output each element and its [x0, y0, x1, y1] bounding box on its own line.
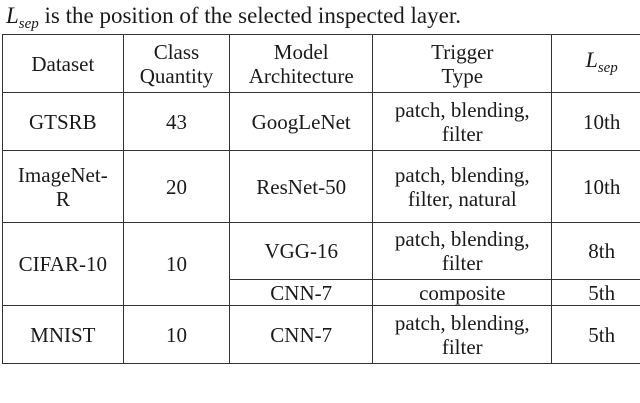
table-row: GTSRB 43 GoogLeNet patch, blending,filte…: [2, 92, 640, 151]
cell-dataset: CIFAR-10: [2, 222, 124, 306]
header-lsep: Lsep: [551, 34, 640, 93]
header-dataset: Dataset: [2, 34, 124, 93]
cell-model: VGG-16: [229, 222, 374, 280]
cell-trigger: patch, blending,filter: [372, 305, 553, 364]
caption-symbol: L: [6, 3, 19, 28]
cell-lsep: 5th: [551, 279, 640, 306]
cell-lsep: 10th: [551, 92, 640, 151]
cell-dataset: ImageNet-R: [2, 150, 124, 223]
cell-lsep: 10th: [551, 150, 640, 223]
cell-dataset: GTSRB: [2, 92, 124, 151]
cell-model: CNN-7: [229, 279, 374, 306]
caption-subscript: sep: [18, 16, 39, 32]
cell-class-quantity: 43: [122, 92, 231, 151]
cell-dataset: MNIST: [2, 305, 124, 364]
cell-lsep: 5th: [551, 305, 640, 364]
table-caption: Lsep is the position of the selected ins…: [6, 2, 461, 38]
cell-model: GoogLeNet: [229, 92, 374, 151]
table-row: CNN-7 composite 5th: [3, 279, 640, 306]
cell-trigger: composite: [372, 279, 553, 306]
cell-trigger: patch, blending,filter: [372, 92, 553, 151]
cell-class-quantity: 20: [122, 150, 231, 223]
cell-lsep: 8th: [551, 222, 640, 280]
table-row: CIFAR-10 10 VGG-16 patch, blending,filte…: [2, 222, 640, 306]
table-row: ImageNet-R 20 ResNet-50 patch, blending,…: [2, 150, 640, 223]
cell-trigger: patch, blending,filter, natural: [372, 150, 553, 223]
cell-class-quantity: 10: [122, 305, 231, 364]
cell-model: ResNet-50: [229, 150, 374, 223]
cell-model: CNN-7: [229, 305, 374, 364]
table-row: MNIST 10 CNN-7 patch, blending,filter 5t…: [2, 305, 640, 364]
caption-text: is the position of the selected inspecte…: [38, 3, 461, 28]
cell-trigger: patch, blending,filter: [372, 222, 553, 280]
cell-class-quantity: 10: [122, 222, 231, 306]
